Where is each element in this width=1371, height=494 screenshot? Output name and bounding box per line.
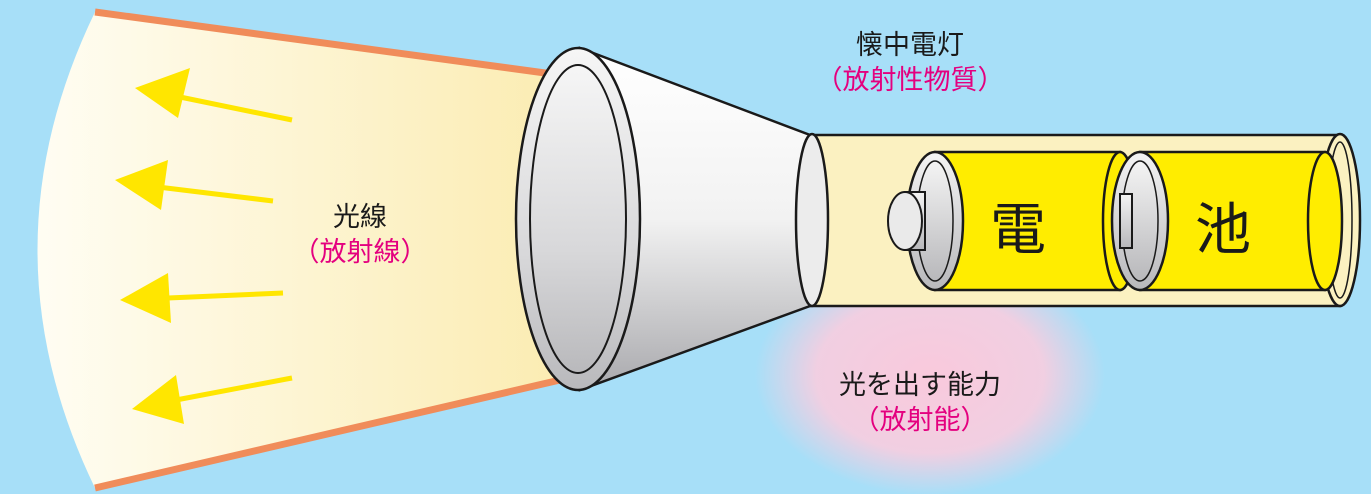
- ability-label-sub: （放射能）: [852, 405, 988, 437]
- battery-1-label: 電: [990, 198, 1046, 263]
- light-label: 光線 （放射線）: [280, 200, 440, 270]
- battery-2-label: 池: [1195, 198, 1251, 263]
- ray-arrow-4: [132, 375, 293, 424]
- beam-top-edge: [94, 8, 561, 79]
- battery-2: [1110, 150, 1344, 292]
- light-label-main: 光線: [333, 202, 387, 233]
- flashlight-label-sub: （放射性物質）: [815, 65, 1005, 97]
- flashlight-head: [514, 46, 830, 392]
- light-label-sub: （放射線）: [292, 237, 428, 269]
- ray-arrow-2: [115, 160, 274, 210]
- flashlight-label: 懐中電灯 （放射性物質）: [800, 28, 1020, 98]
- light-beam: [37, 8, 561, 492]
- light-rays: [115, 68, 293, 424]
- ray-arrow-1: [135, 68, 293, 123]
- flashlight-label-main: 懐中電灯: [856, 30, 964, 61]
- radiation-glow: [755, 255, 1105, 494]
- ability-label: 光を出す能力 （放射能）: [805, 368, 1035, 438]
- beam-bottom-edge: [94, 376, 561, 492]
- ray-arrow-3: [120, 273, 284, 323]
- ability-label-main: 光を出す能力: [839, 370, 1001, 401]
